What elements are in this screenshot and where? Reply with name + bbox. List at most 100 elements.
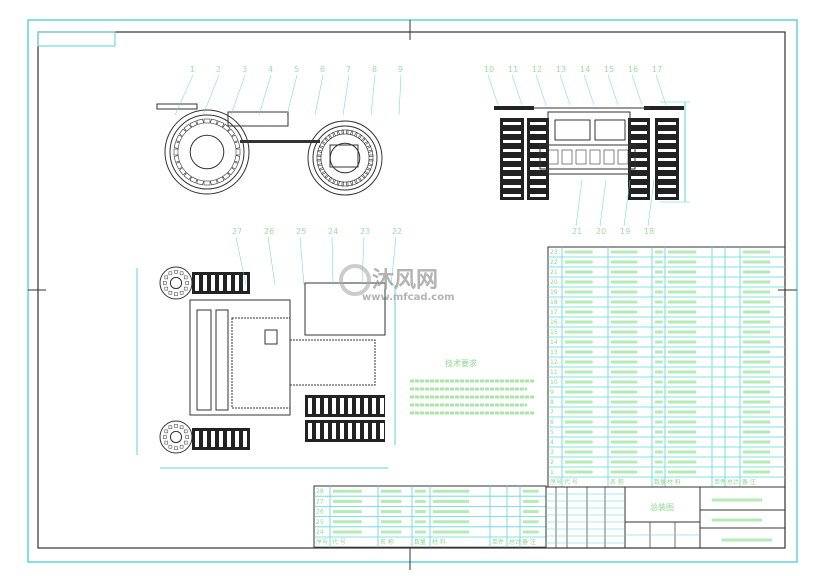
track-link xyxy=(658,194,676,197)
track-link xyxy=(211,431,215,447)
track-link xyxy=(658,131,676,134)
front-wheel-slot xyxy=(317,145,324,153)
centering-marks xyxy=(28,20,797,570)
row-number: 13 xyxy=(550,349,558,356)
track-link xyxy=(195,275,199,291)
row-number: 19 xyxy=(550,289,558,296)
wheel-hole xyxy=(174,424,178,428)
motor-part xyxy=(617,149,629,165)
wheel-hole xyxy=(183,429,188,434)
drive-wheel xyxy=(159,266,193,300)
track-link xyxy=(211,275,215,291)
table-header-cell: 数量 xyxy=(654,478,666,486)
wheel-hole xyxy=(185,281,189,285)
outer-frame xyxy=(27,19,798,563)
part-label: 5 xyxy=(294,65,299,74)
table-header-cell: 材 料 xyxy=(667,478,681,486)
rear-wheel-slot xyxy=(216,176,225,184)
front-wheel-slot xyxy=(316,158,323,167)
front-arm-left xyxy=(494,106,534,110)
front-wheel-slot xyxy=(316,154,322,162)
rear-wheel-slot xyxy=(231,134,239,143)
part-label: 21 xyxy=(572,227,582,236)
leader-line xyxy=(174,74,194,116)
title-block: 总装图 xyxy=(545,486,786,549)
rear-wheel-slot xyxy=(234,155,241,163)
track-link xyxy=(203,275,207,291)
leader-line xyxy=(631,74,643,106)
rear-wheel-slot xyxy=(231,161,239,170)
rear-wheel-slot xyxy=(235,148,241,156)
track-link xyxy=(316,398,320,414)
steering-assembly xyxy=(304,282,386,336)
drawing-number-box xyxy=(37,31,116,47)
row-number: 24 xyxy=(316,529,324,536)
wheel-hole xyxy=(168,425,173,430)
front-wheel-slot xyxy=(327,131,337,140)
rear-wheel-slot xyxy=(196,118,204,125)
row-number: 18 xyxy=(550,299,558,306)
table-header-cell: 名 称 xyxy=(380,538,394,546)
track-link xyxy=(380,398,384,414)
rear-wheel-slot xyxy=(189,120,198,128)
track-link xyxy=(530,149,546,152)
wheel-hole xyxy=(183,286,188,291)
rear-wheel-slot xyxy=(183,123,192,132)
row-number: 10 xyxy=(550,379,558,386)
table-header-cell: 单件 xyxy=(492,538,504,546)
track-link xyxy=(348,423,352,439)
part-label: 1 xyxy=(190,65,195,74)
motor-part xyxy=(575,149,587,165)
row-number: 4 xyxy=(550,439,554,446)
front-wheel-slot xyxy=(350,179,358,186)
front-wheel-slot xyxy=(321,137,329,146)
watermark-logo-icon xyxy=(339,264,371,296)
part-label: 3 xyxy=(242,65,247,74)
front-wheel-slot xyxy=(332,179,340,186)
drive-wheel-hub xyxy=(169,276,183,290)
row-number: 27 xyxy=(316,498,324,505)
rear-wheel-slot xyxy=(178,128,187,137)
track-link xyxy=(308,398,312,414)
front-wheel-slot xyxy=(321,170,329,179)
frame-body xyxy=(547,111,631,175)
side-chassis-bar xyxy=(240,140,320,143)
track-link xyxy=(503,194,521,197)
row-number: 8 xyxy=(550,399,554,406)
part-label: 4 xyxy=(268,65,273,74)
watermark-brand: 沐风网 xyxy=(372,268,438,293)
rear-wheel-slot xyxy=(227,128,236,137)
front-wheel-hub xyxy=(329,142,361,174)
track-link xyxy=(631,194,647,197)
front-arm-right xyxy=(644,106,684,110)
wheel-hole xyxy=(174,270,178,274)
side-board xyxy=(227,111,289,127)
part-label: 23 xyxy=(360,227,370,236)
row-number: 7 xyxy=(550,409,554,416)
part-label: 8 xyxy=(372,65,377,74)
track-link xyxy=(530,167,546,170)
part-label: 25 xyxy=(296,227,306,236)
front-wheel-slot xyxy=(361,137,369,146)
rear-wheel-slot xyxy=(222,123,231,132)
rear-wheel-slot xyxy=(175,161,183,170)
track-link xyxy=(308,423,312,439)
front-wheel-slot xyxy=(363,140,372,150)
leader-line xyxy=(361,236,365,286)
leader-line xyxy=(623,179,631,227)
track-link xyxy=(658,185,676,188)
track-link xyxy=(631,131,647,134)
track-link xyxy=(235,431,239,447)
wheel-hole xyxy=(179,290,184,295)
part-label: 19 xyxy=(620,227,630,236)
track-link xyxy=(227,431,231,447)
track-link xyxy=(324,423,328,439)
row-number: 3 xyxy=(550,449,554,456)
watermark: 沐风网 www.mfcad.com xyxy=(339,264,455,303)
part-label: 15 xyxy=(604,65,614,74)
table-header-cell: 材 料 xyxy=(432,538,446,546)
track-link xyxy=(631,185,647,188)
front-wheel-slot xyxy=(345,129,354,136)
